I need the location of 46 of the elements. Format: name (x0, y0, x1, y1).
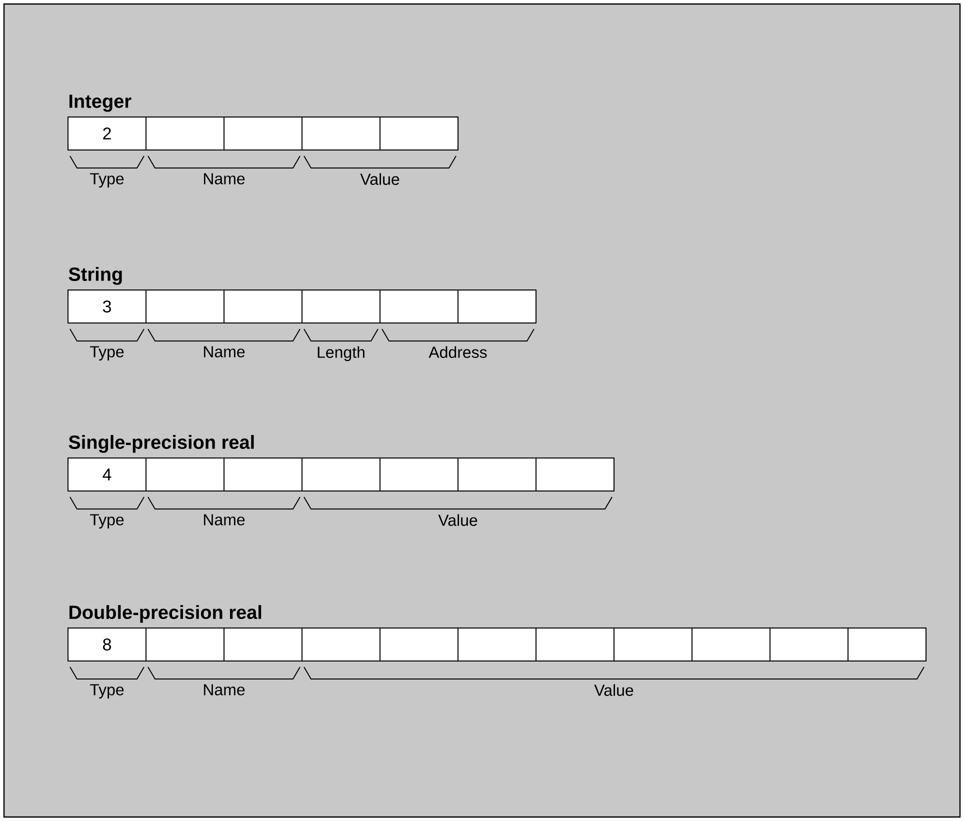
byte-cell (224, 116, 302, 150)
field-label: Name (204, 173, 245, 184)
byte-cell (380, 628, 458, 662)
byte-cell (770, 628, 849, 662)
field-label: Name (204, 346, 245, 358)
byte-cell (458, 458, 536, 492)
field-label: Type (90, 514, 124, 529)
byte-cell (146, 628, 224, 662)
byte-cell (146, 290, 224, 324)
field-label: Name (204, 684, 245, 696)
byte-cell (458, 290, 536, 324)
byte-cell (302, 290, 380, 324)
byte-cell (224, 628, 302, 662)
type-code-cell: 8 (68, 628, 146, 662)
field-label: Value (360, 173, 400, 185)
byte-cell (224, 290, 302, 324)
field-label: Name (204, 514, 245, 526)
field-label: Length (318, 346, 364, 362)
section-heading: Integer (69, 94, 132, 112)
field-label: Value (594, 684, 634, 696)
byte-cell (302, 458, 380, 492)
field-label: Type (90, 684, 124, 699)
field-label: Value (438, 514, 478, 526)
byte-cell (302, 628, 380, 662)
field-label: Type (90, 346, 124, 361)
byte-cell (848, 628, 927, 662)
type-code-cell: 4 (68, 458, 146, 492)
byte-cell (536, 628, 614, 662)
section-heading: Double-precision real (69, 605, 262, 623)
byte-cell (692, 628, 771, 662)
byte-cell (302, 116, 380, 150)
byte-cell (146, 458, 224, 492)
byte-cell (380, 290, 458, 324)
byte-cell (458, 628, 536, 662)
byte-cell (224, 458, 302, 492)
byte-cell (380, 116, 458, 150)
section-heading: String (68, 267, 122, 285)
field-label: Type (90, 173, 124, 188)
type-code-cell: 3 (68, 290, 146, 324)
section-heading: Single-precision real (68, 435, 254, 453)
type-code-cell: 2 (68, 116, 146, 150)
byte-cell (146, 116, 224, 150)
field-label: Address (428, 346, 487, 358)
byte-cell (380, 458, 458, 492)
byte-cell (536, 458, 614, 492)
byte-cell (614, 628, 692, 662)
